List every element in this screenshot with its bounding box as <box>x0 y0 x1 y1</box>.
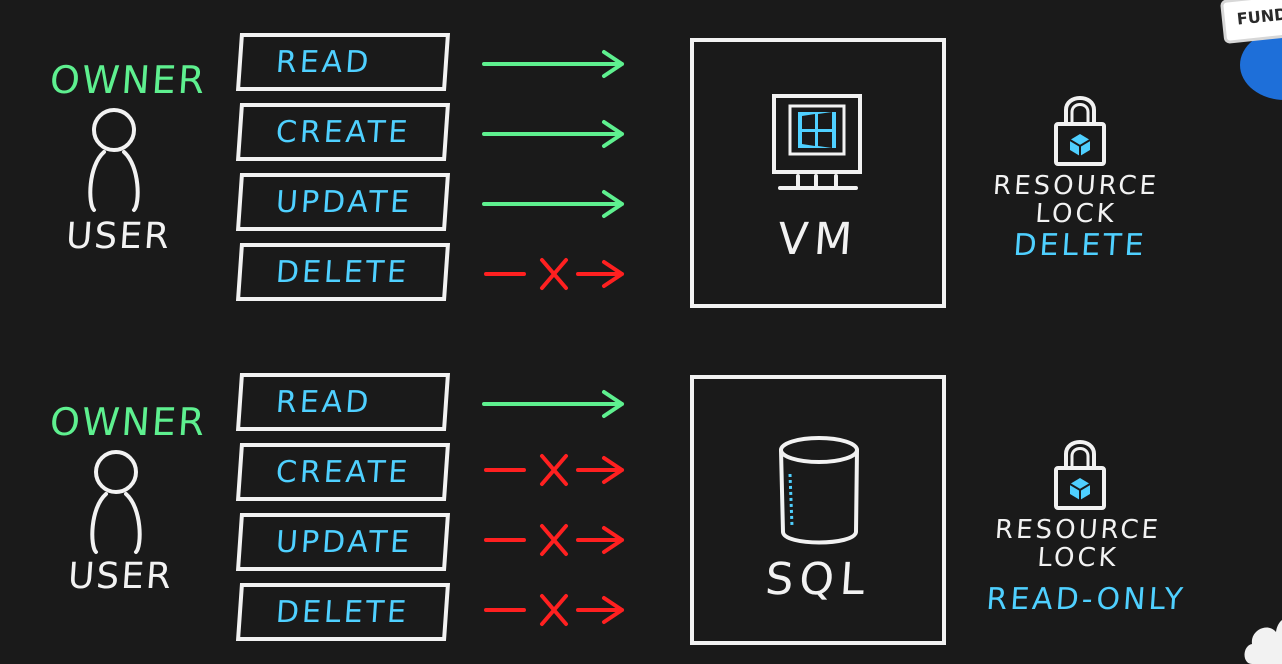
operation-label: READ <box>274 384 373 420</box>
operation-label: DELETE <box>274 594 411 630</box>
operation-label: UPDATE <box>274 524 414 560</box>
operation-update: UPDATE <box>235 513 451 571</box>
allowed-arrow <box>482 390 624 418</box>
user-label: USER <box>66 556 175 597</box>
lock-title-line2: LOCK <box>1034 199 1118 229</box>
padlock-icon <box>1054 440 1106 510</box>
lock-type-label: READ-ONLY <box>985 582 1187 617</box>
vm-resource-box <box>690 38 946 308</box>
padlock-icon <box>1054 96 1106 166</box>
user-label: USER <box>64 216 173 257</box>
denied-arrow <box>484 524 624 556</box>
operation-label: CREATE <box>274 454 412 490</box>
operation-label: UPDATE <box>274 184 414 220</box>
denied-arrow <box>484 258 624 290</box>
owner-role-label: OWNER <box>48 400 208 444</box>
operation-label: DELETE <box>274 254 411 290</box>
denied-arrow <box>484 594 624 626</box>
stick-figure-icon <box>88 108 140 212</box>
database-cylinder-icon <box>779 436 859 545</box>
owner-role-label: OWNER <box>48 58 208 102</box>
resource-label: SQL <box>763 554 873 605</box>
cloud-icon <box>1244 620 1282 664</box>
lock-type-label: DELETE <box>1012 228 1148 263</box>
resource-label: VM <box>776 214 860 265</box>
stick-figure-icon <box>90 450 142 554</box>
operation-create: CREATE <box>235 103 451 161</box>
windows-vm-monitor-icon <box>772 94 862 190</box>
lock-title-line2: LOCK <box>1036 543 1120 573</box>
operation-label: CREATE <box>274 114 412 150</box>
lock-title-line1: RESOURCE <box>992 171 1160 201</box>
allowed-arrow <box>482 50 624 78</box>
operation-delete: DELETE <box>235 583 451 641</box>
operation-read: READ <box>235 373 451 431</box>
operation-label: READ <box>274 44 373 80</box>
corner-badge-group: FUNDA <box>1219 0 1282 100</box>
operation-update: UPDATE <box>235 173 451 231</box>
allowed-arrow <box>482 190 624 218</box>
operation-delete: DELETE <box>235 243 451 301</box>
lock-title-line1: RESOURCE <box>994 515 1162 545</box>
allowed-arrow <box>482 120 624 148</box>
operation-read: READ <box>235 33 451 91</box>
operation-create: CREATE <box>235 443 451 501</box>
sql-resource-box <box>690 375 946 645</box>
denied-arrow <box>484 454 624 486</box>
corner-badge: FUNDA <box>1219 0 1282 45</box>
